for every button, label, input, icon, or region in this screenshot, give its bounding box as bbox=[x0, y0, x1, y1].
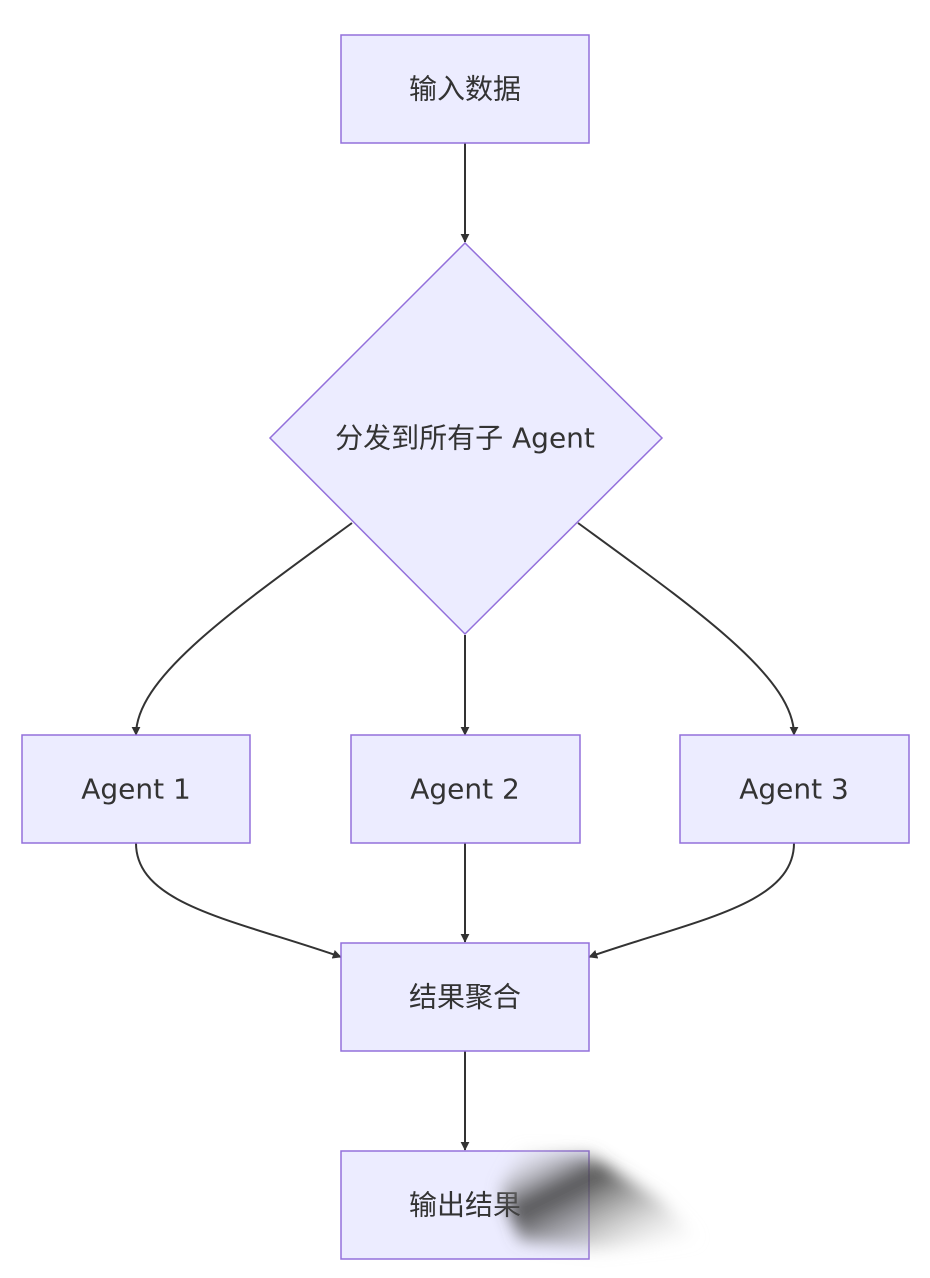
node-agent-3-label: Agent 3 bbox=[739, 773, 849, 806]
node-dispatch-label: 分发到所有子 Agent bbox=[335, 422, 595, 455]
node-agent-2[interactable]: Agent 2 bbox=[350, 734, 581, 844]
node-agent-1[interactable]: Agent 1 bbox=[21, 734, 251, 844]
node-agent-1-label: Agent 1 bbox=[81, 773, 191, 806]
node-dispatch-decision[interactable]: 分发到所有子 Agent bbox=[268, 241, 664, 636]
edge-dispatch-to-agent1 bbox=[131, 522, 353, 736]
node-agent-3[interactable]: Agent 3 bbox=[679, 734, 910, 844]
edge-dispatch-to-agent3 bbox=[577, 522, 799, 736]
edge-agent3-to-aggregate bbox=[588, 842, 795, 959]
node-aggregate[interactable]: 结果聚合 bbox=[340, 942, 590, 1052]
edge-agent1-to-aggregate bbox=[135, 842, 342, 959]
smudge-overlay bbox=[500, 1150, 700, 1250]
node-input-label: 输入数据 bbox=[409, 73, 521, 106]
node-aggregate-label: 结果聚合 bbox=[409, 981, 521, 1014]
node-agent-2-label: Agent 2 bbox=[410, 773, 520, 806]
node-input[interactable]: 输入数据 bbox=[340, 34, 590, 144]
